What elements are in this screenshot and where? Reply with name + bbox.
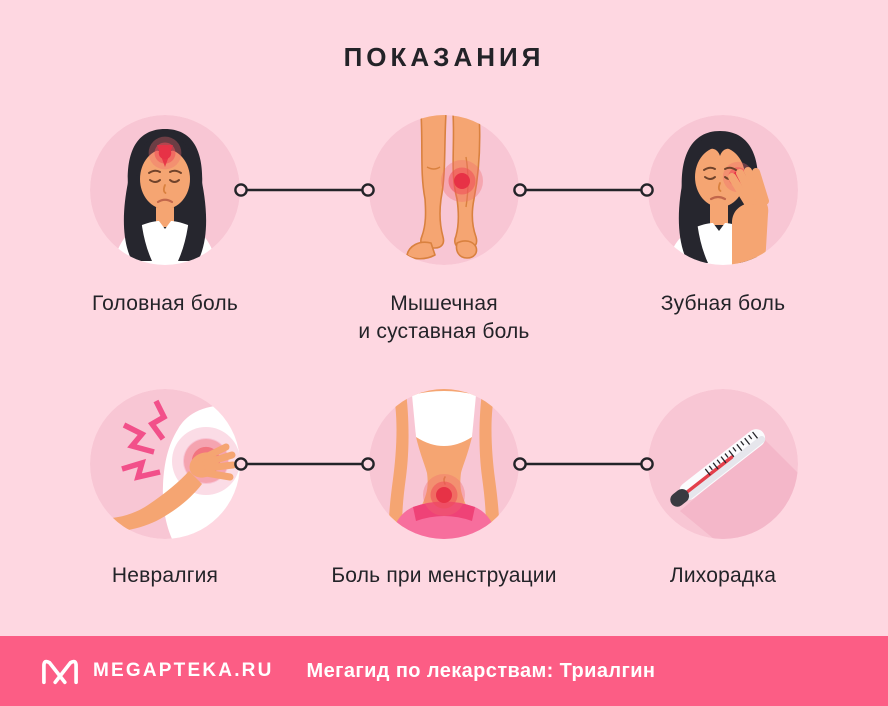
neuralgia-illustration [90, 389, 240, 539]
woman-toothache-illustration [648, 115, 798, 265]
menstrual-pain-illustration [369, 389, 519, 539]
footer-bar: MEGAPTEKA.RU Мегагид по лекарствам: Триа… [0, 636, 888, 706]
card-label-muscle: Мышечная и суставная боль [358, 292, 530, 343]
legs-pain-illustration [369, 115, 519, 265]
card-label-fever: Лихорадка [669, 564, 777, 587]
page-title: ПОКАЗАНИЯ [343, 42, 545, 72]
thermometer-fever-illustration [648, 389, 798, 539]
card-label-neuralgia: Невралгия [111, 564, 219, 587]
connector-line [513, 183, 654, 197]
brand-name: MEGAPTEKA.RU [93, 660, 274, 681]
connector-line [513, 457, 654, 471]
connector-line [234, 457, 375, 471]
footer-caption: Мегагид по лекарствам: Триалгин [306, 659, 656, 682]
megapteka-m-logo-icon [42, 659, 78, 685]
connector-line [234, 183, 375, 197]
card-label-headache: Головная боль [91, 292, 239, 315]
woman-headache-illustration [90, 115, 240, 265]
card-label-menstrual: Боль при менструации [331, 564, 557, 587]
card-label-tooth: Зубная боль [660, 292, 786, 315]
